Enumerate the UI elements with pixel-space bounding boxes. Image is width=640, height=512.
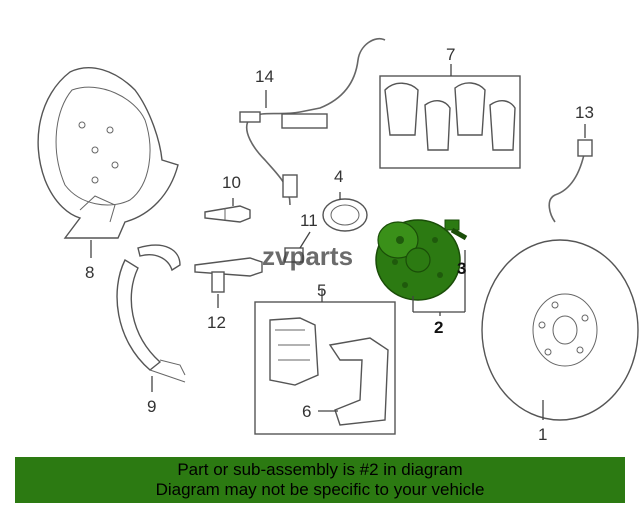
brake-pads-kit-part[interactable]	[379, 75, 521, 169]
bleeder-bolt-part[interactable]	[204, 205, 251, 223]
callout-12: 12	[207, 313, 226, 332]
banner-line-1: Part or sub-assembly is #2 in diagram	[177, 460, 463, 479]
callout-7: 7	[446, 45, 455, 64]
callout-2: 2	[434, 318, 443, 337]
callout-8: 8	[85, 263, 94, 282]
callout-6: 6	[302, 402, 311, 421]
brake-hose-part[interactable]	[548, 139, 593, 223]
brake-rotor-part[interactable]	[481, 239, 639, 421]
hub-bolt-part[interactable]	[444, 219, 468, 241]
callout-5: 5	[317, 281, 326, 300]
watermark-logo: zvparts	[262, 241, 353, 271]
bleeder-plug-part[interactable]	[194, 257, 263, 293]
callout-4: 4	[334, 167, 343, 186]
callout-10: 10	[222, 173, 241, 192]
nut-part[interactable]	[284, 247, 304, 263]
backing-plate-part[interactable]	[37, 67, 179, 239]
parking-brake-shoe-part[interactable]	[116, 244, 186, 383]
info-banner: Part or sub-assembly is #2 in diagram Di…	[15, 457, 625, 503]
callout-1: 1	[538, 425, 547, 444]
callout-11: 11	[300, 211, 318, 230]
callout-3: 3	[457, 259, 466, 278]
abs-sensor-wire-part[interactable]	[239, 38, 386, 206]
parts-diagram: 8 9 10 11 12 14 4	[37, 38, 639, 444]
hub-seal-part[interactable]	[322, 198, 368, 232]
caliper-assembly-part[interactable]	[254, 301, 396, 435]
callout-13: 13	[575, 103, 594, 122]
hub-bearing-assembly-part[interactable]	[375, 219, 461, 301]
callout-14: 14	[255, 67, 274, 86]
banner-line-2: Diagram may not be specific to your vehi…	[155, 480, 485, 499]
callout-9: 9	[147, 397, 156, 416]
